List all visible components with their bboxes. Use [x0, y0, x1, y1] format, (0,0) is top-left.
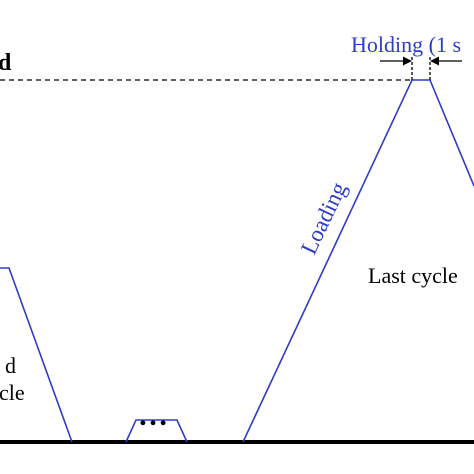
last-cycle-label: Last cycle	[368, 263, 458, 288]
left-label-fragment-top: d	[5, 353, 16, 378]
loading-label: Loading	[296, 178, 352, 258]
top-left-label-fragment: d	[0, 50, 12, 76]
holding-label: Holding (1 s	[351, 32, 461, 57]
last-cycle-waveform	[242, 79, 474, 443]
first-cycle-unloading-segment	[0, 267, 73, 443]
left-label-fragment-bottom: cle	[0, 380, 25, 405]
intermediate-cycle-segment	[125, 419, 188, 443]
ellipsis-label: …	[138, 399, 168, 432]
